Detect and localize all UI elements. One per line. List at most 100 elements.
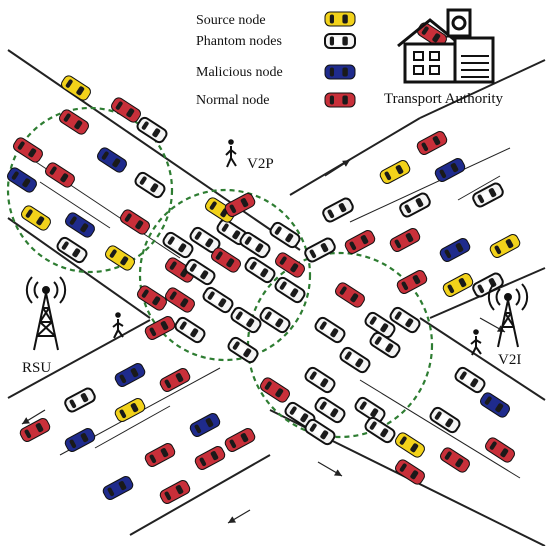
phantom-node-car [314,396,346,424]
cluster-ring-1 [6,106,174,274]
phantom-node-car [304,418,336,446]
pedestrian-icon [225,139,237,168]
road-a-edge-top-right [419,317,546,401]
phantom-node-car [269,221,301,249]
phantom-node-car [322,197,354,223]
phantom-node-car [184,258,216,286]
road-b-median-right [349,147,511,223]
normal-node-car [165,287,195,313]
phantom-node-car [174,316,206,344]
normal-node-car [224,193,256,217]
phantom-node-car [274,276,306,304]
normal-node-car [120,209,150,235]
road-a-median-right [359,379,521,479]
radio-tower-icon [487,283,529,348]
transport-authority-label: Transport Authority [384,91,504,107]
malicious-node-car [439,238,471,262]
pedestrian-icon [112,312,124,339]
vehicles [7,22,521,504]
source-node-car [379,160,411,184]
normal-node-car [144,443,176,467]
phantom-node-car [429,406,461,434]
legend-label-normal: Normal node [196,93,269,108]
source-node-car [105,245,135,271]
direction-arrow-2 [21,409,46,425]
normal-node-car [344,230,376,254]
phantom-node-car [364,311,396,339]
phantom-node-car [314,316,346,344]
normal-node-car [389,228,421,252]
source-node-car [21,205,51,231]
normal-node-car [137,285,167,311]
phantom-node-car [369,331,401,359]
normal-node-car [45,162,75,188]
road-a-edge-bottom [7,217,151,319]
normal-node-car [224,428,256,452]
phantom-node-car [239,231,271,259]
phantom-node-car [472,272,504,298]
road-b-edge-bottom [7,319,151,399]
v2p-label: V2P [247,156,274,172]
normal-node-car [396,270,428,294]
cluster-ring-2 [138,188,312,362]
phantom-node-car [324,33,356,49]
normal-node-car [440,447,470,473]
malicious-node-car [434,158,466,182]
normal-node-car [159,368,191,392]
rsu-label: RSU [22,360,51,376]
malicious-node-car [324,64,356,80]
median-barrier-1 [457,175,501,201]
legend-swatches [324,11,356,108]
malicious-node-car [114,363,146,387]
phantom-node-car [230,306,262,334]
phantom-node-car [339,346,371,374]
road-a-median [17,149,181,259]
phantom-node-car [259,306,291,334]
phantom-node-car [202,286,234,314]
malicious-node-car [7,167,37,193]
legend-label-source: Source node [196,13,266,28]
road-b-edge-top-right [419,59,546,119]
normal-node-car [260,377,290,403]
phantom-node-car [364,416,396,444]
normal-node-car [13,137,43,163]
phantom-node-car [354,396,386,424]
normal-node-car [111,97,141,123]
median-barrier-2 [94,405,171,449]
road-b-edge-top [289,117,421,196]
phantom-node-car [136,116,168,144]
source-node-car [395,432,425,458]
legend-label-malicious: Malicious node [196,65,283,80]
malicious-node-car [102,476,134,500]
phantom-node-car [399,192,431,218]
normal-node-car [335,282,365,308]
source-node-car [324,11,356,27]
phantom-node-car [389,306,421,334]
normal-node-car [159,480,191,504]
phantom-node-car [64,387,96,413]
phantom-node-car [304,366,336,394]
radio-tower-icon [25,276,67,351]
malicious-node-car [65,212,95,238]
malicious-node-car [64,428,96,452]
malicious-node-car [189,413,221,437]
legend-label-phantom: Phantom nodes [196,34,282,49]
house-icon [397,8,495,84]
road-b-edge-bottom-left [129,454,271,536]
normal-node-car [211,247,241,273]
direction-arrow-1 [324,159,351,177]
road-a-edge-top [7,49,301,251]
normal-node-car [194,446,226,470]
source-node-car [489,234,521,258]
normal-node-car [485,437,515,463]
normal-node-car [395,459,425,485]
phantom-node-car [227,336,259,364]
source-node-car [61,75,91,101]
phantom-node-car [134,171,166,199]
malicious-node-car [97,147,127,173]
cluster-rings [6,106,434,439]
malicious-node-car [480,392,510,418]
phantom-node-car [304,237,336,263]
